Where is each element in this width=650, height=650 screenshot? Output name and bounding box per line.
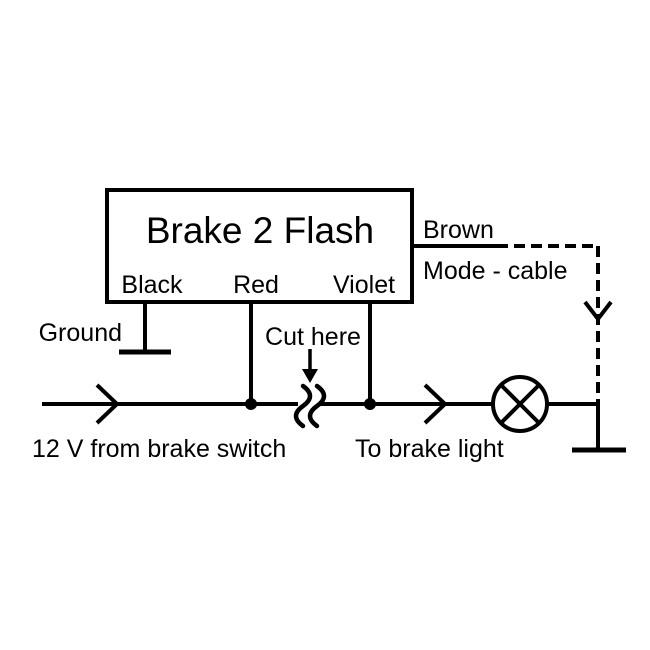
down-arrow-icon xyxy=(583,300,613,323)
right-arrow-icon xyxy=(423,383,448,425)
cut-here-label: Cut here xyxy=(265,323,361,351)
input-wire-label: 12 V from brake switch xyxy=(32,435,286,463)
lamp-ground xyxy=(547,402,626,453)
junction-dot xyxy=(245,398,257,410)
module-box xyxy=(105,188,414,304)
pin-label-black: Black xyxy=(121,271,183,299)
red-wire xyxy=(245,302,257,410)
cut-here-annotation: Cut here xyxy=(265,323,361,429)
ground-label: Ground xyxy=(39,319,122,347)
output-wire-label: To brake light xyxy=(355,435,504,463)
module-title: Brake 2 Flash xyxy=(146,210,374,251)
module: Brake 2 Flash Black Red Violet xyxy=(105,188,414,304)
down-arrow-icon xyxy=(302,349,318,383)
violet-wire xyxy=(364,302,376,410)
black-wire-to-ground: Ground xyxy=(39,302,171,355)
lamp-ground-wire xyxy=(547,402,600,450)
pin-label-red: Red xyxy=(233,271,279,299)
cut-mark-icon xyxy=(293,383,327,429)
lamp-icon xyxy=(491,375,549,433)
right-arrow-icon xyxy=(95,383,120,425)
mode-cable-label: Mode - cable xyxy=(423,257,568,285)
brake-light-wire: To brake light xyxy=(320,383,504,463)
pin-label-violet: Violet xyxy=(333,271,395,299)
mode-cable: Brown Mode - cable xyxy=(412,216,613,404)
brake-switch-wire: 12 V from brake switch xyxy=(32,383,298,463)
brown-wire-label: Brown xyxy=(423,216,494,244)
